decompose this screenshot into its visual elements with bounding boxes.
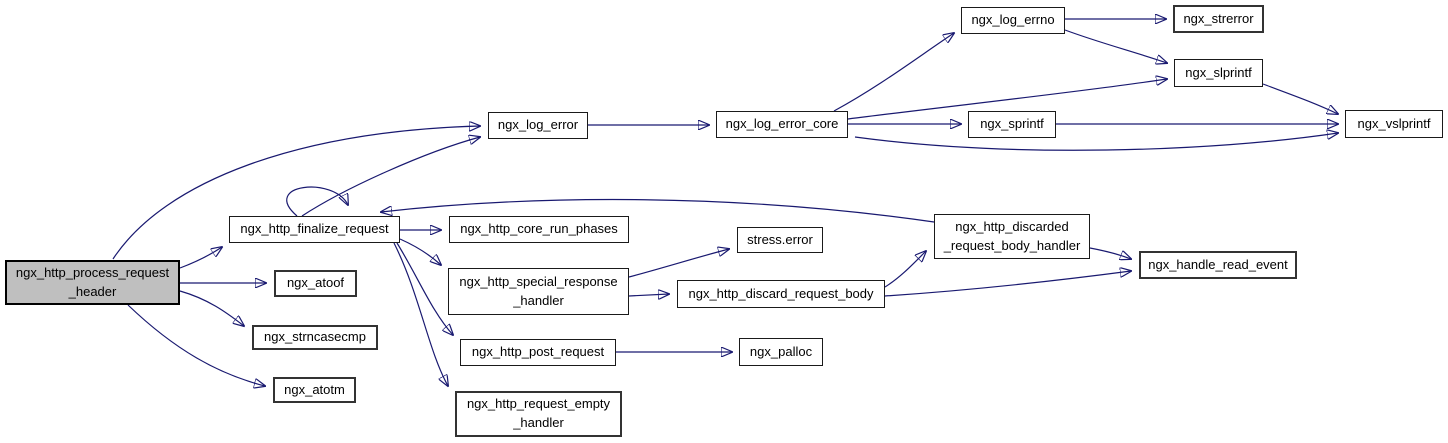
node-ngx-vslprintf[interactable]: ngx_vslprintf (1345, 110, 1443, 138)
node-ngx-strncasecmp[interactable]: ngx_strncasecmp (252, 325, 378, 350)
node-ngx-log-error-core[interactable]: ngx_log_error_core (716, 111, 848, 138)
edge-discard-request-body-to-discarded-request-body-handler (884, 251, 926, 288)
node-ngx-http-finalize-request[interactable]: ngx_http_finalize_request (229, 216, 400, 243)
node-stress-error[interactable]: stress.error (737, 227, 823, 253)
node-ngx-atoof[interactable]: ngx_atoof (274, 270, 357, 297)
node-ngx-http-core-run-phases[interactable]: ngx_http_core_run_phases (449, 216, 629, 243)
node-ngx-log-error[interactable]: ngx_log_error (488, 112, 588, 139)
edge-discarded-request-body-handler-to-handle-read-event (1089, 247, 1131, 259)
edge-finalize-request-self-loop (286, 186, 348, 217)
edge-log-error-core-to-vslprintf (854, 133, 1338, 151)
edge-discard-request-body-to-handle-read-event (884, 271, 1131, 297)
edge-slprintf-to-vslprintf (1262, 83, 1338, 114)
edge-special-response-handler-to-stress-error (628, 249, 729, 278)
node-ngx-atotm[interactable]: ngx_atotm (273, 377, 356, 403)
node-ngx-strerror[interactable]: ngx_strerror (1173, 5, 1264, 33)
node-ngx-http-process-request-header: ngx_http_process_request _header (5, 260, 180, 305)
edge-log-errno-to-slprintf (1064, 29, 1167, 63)
node-ngx-http-discard-request-body[interactable]: ngx_http_discard_request_body (677, 280, 885, 308)
node-ngx-http-request-empty-handler[interactable]: ngx_http_request_empty _handler (455, 391, 622, 437)
edge-process-request-header-to-strncasecmp (179, 290, 244, 326)
node-ngx-http-discarded-request-body-handler[interactable]: ngx_http_discarded _request_body_handler (934, 214, 1090, 259)
edge-finalize-request-to-log-error (301, 137, 480, 217)
edge-process-request-header-to-finalize-request (179, 247, 222, 269)
node-ngx-log-errno[interactable]: ngx_log_errno (961, 7, 1065, 34)
edge-log-error-core-to-slprintf (847, 79, 1167, 120)
edge-discarded-request-body-handler-to-finalize-request (381, 198, 935, 223)
edge-process-request-header-to-log-error (112, 126, 480, 260)
edge-special-response-handler-to-discard-request-body (628, 294, 669, 296)
node-ngx-handle-read-event[interactable]: ngx_handle_read_event (1139, 251, 1297, 279)
node-ngx-sprintf[interactable]: ngx_sprintf (968, 111, 1056, 138)
node-ngx-http-post-request[interactable]: ngx_http_post_request (460, 339, 616, 366)
node-ngx-palloc[interactable]: ngx_palloc (739, 338, 823, 366)
edge-finalize-request-to-special-response-handler (399, 238, 441, 265)
edge-finalize-request-to-request-empty-handler (393, 242, 448, 386)
edge-finalize-request-to-post-request (396, 242, 453, 335)
edge-process-request-header-to-atotm (127, 304, 265, 386)
edge-log-error-core-to-log-errno (833, 33, 954, 112)
node-ngx-slprintf[interactable]: ngx_slprintf (1174, 59, 1263, 87)
node-ngx-http-special-response-handler[interactable]: ngx_http_special_response _handler (448, 268, 629, 315)
